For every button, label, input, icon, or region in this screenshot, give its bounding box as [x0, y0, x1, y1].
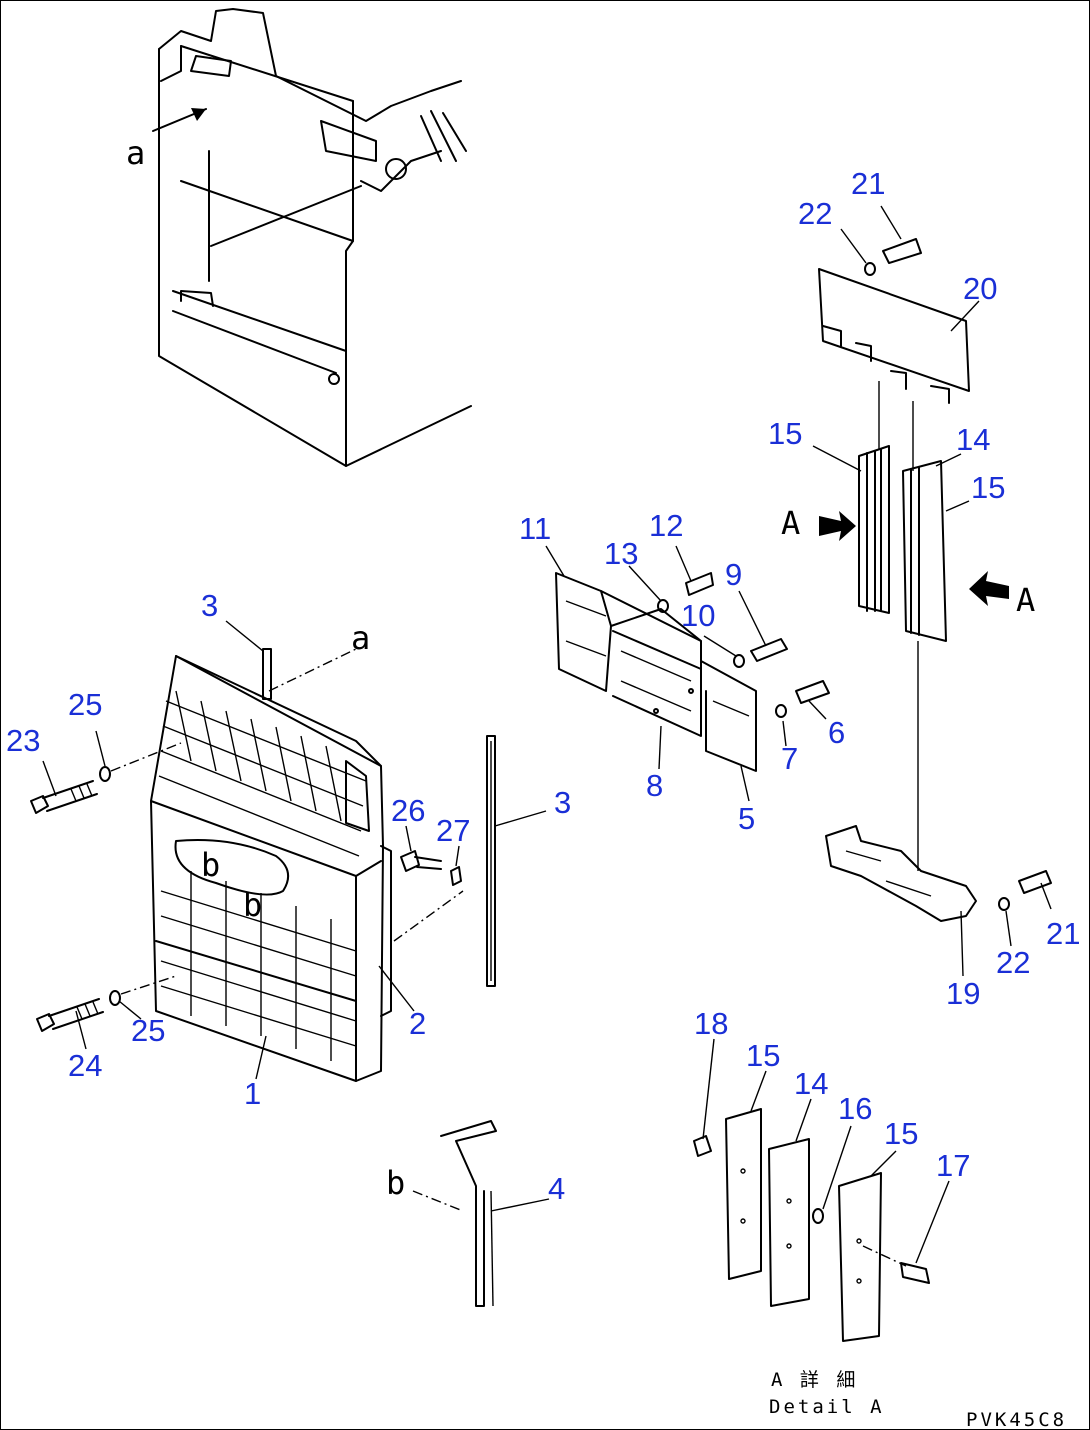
bolt-24	[36, 998, 104, 1032]
washer-25-upper	[99, 766, 111, 782]
seal-15-detail-b	[838, 1172, 882, 1342]
callout-5: 5	[738, 801, 755, 836]
callout-25: 25	[131, 1013, 165, 1048]
callout-27: 27	[436, 813, 470, 848]
washer-22-top	[864, 262, 876, 276]
seal-15-detail-a	[725, 1108, 762, 1280]
washer-10	[733, 654, 745, 668]
view-arrow-A-right	[969, 571, 1009, 606]
callout-10: 10	[681, 598, 715, 633]
bolt-17	[900, 1262, 930, 1284]
callout-13: 13	[604, 536, 638, 571]
detail-caption-jp: A 詳 細	[771, 1369, 858, 1391]
callout-1: 1	[244, 1076, 261, 1111]
callout-21: 21	[851, 166, 885, 201]
bolt-21-top	[882, 238, 922, 264]
callout-11: 11	[519, 511, 551, 546]
view-marker-b-inner-2: b	[243, 886, 262, 924]
view-marker-A-right: A	[1016, 581, 1035, 619]
bolt-23	[30, 780, 98, 814]
washer-22-bottom	[998, 897, 1010, 911]
bolt-6	[795, 680, 830, 704]
callout-19: 19	[946, 976, 980, 1011]
radiator-frame	[158, 8, 472, 467]
seal-plate-assembly	[555, 572, 757, 772]
rubber-seal-stack	[858, 381, 947, 871]
seal-14-detail	[768, 1138, 810, 1307]
callout-22: 22	[996, 945, 1030, 980]
callout-20: 20	[963, 271, 997, 306]
view-marker-b-lower: b	[386, 1164, 405, 1202]
rod-3-upper	[262, 648, 272, 700]
drawing-code: PVK45C8	[966, 1409, 1067, 1429]
leader-lines	[42, 205, 1052, 1264]
callout-14: 14	[956, 422, 990, 457]
callout-16: 16	[838, 1091, 872, 1126]
callout-15: 15	[971, 470, 1005, 505]
nut-18	[693, 1135, 712, 1157]
nut-27	[450, 866, 462, 886]
detail-a-view	[693, 1108, 930, 1342]
callout-4: 4	[548, 1171, 565, 1206]
view-marker-b-inner: b	[201, 846, 220, 884]
view-marker-a-right: a	[351, 619, 370, 657]
callout-2: 2	[409, 1006, 426, 1041]
callout-24: 24	[68, 1048, 102, 1083]
view-arrow-A-left	[819, 511, 856, 541]
bracket-19	[825, 825, 977, 922]
callout-6: 6	[828, 715, 845, 750]
part-callouts: 3 25 23 26 27 3 2 25 24 1 4 11 12 13 9 1…	[6, 166, 1080, 1206]
washer-25-lower	[109, 990, 121, 1006]
bolt-12	[685, 572, 714, 596]
callout-25: 25	[68, 687, 102, 722]
callout-15: 15	[768, 416, 802, 451]
washer-13	[657, 599, 669, 613]
seal-plate-11	[555, 572, 612, 692]
callout-7: 7	[781, 741, 798, 776]
callout-17: 17	[936, 1148, 970, 1183]
callout-3: 3	[201, 588, 218, 623]
callout-3: 3	[554, 785, 571, 820]
callout-23: 23	[6, 723, 40, 758]
callout-14: 14	[794, 1066, 828, 1101]
callout-12: 12	[649, 508, 683, 543]
bolt-21-bottom	[1018, 870, 1052, 894]
callout-22: 22	[798, 196, 832, 231]
seal-strip-3	[486, 735, 496, 987]
view-marker-A-left: A	[781, 504, 800, 542]
callout-8: 8	[646, 768, 663, 803]
bracket-4	[440, 1120, 497, 1307]
bracket-20	[818, 268, 970, 404]
callout-15: 15	[746, 1038, 780, 1073]
detail-caption-en: Detail A	[769, 1396, 885, 1418]
bolt-9	[750, 638, 788, 662]
radiator-grille	[150, 655, 392, 1082]
callout-26: 26	[391, 793, 425, 828]
callout-15: 15	[884, 1116, 918, 1151]
callout-9: 9	[725, 557, 742, 592]
washer-16	[812, 1208, 824, 1224]
view-marker-a-top: a	[126, 134, 145, 172]
callout-21: 21	[1046, 916, 1080, 951]
callout-18: 18	[694, 1006, 728, 1041]
washer-7	[775, 704, 787, 718]
bolt-26	[400, 850, 442, 872]
